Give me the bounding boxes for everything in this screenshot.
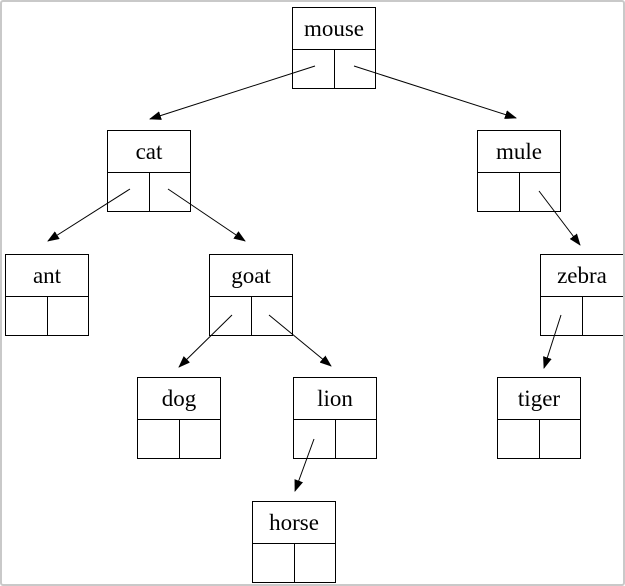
left-pointer-cell [108,173,150,211]
right-pointer-cell [252,297,293,335]
node-label-zebra: zebra [541,255,623,297]
tree-node-mule: mule [477,130,561,212]
tree-node-cat: cat [107,130,191,212]
tree-node-tiger: tiger [497,377,581,459]
tree-node-mouse: mouse [292,7,376,89]
left-pointer-cell [253,544,295,582]
right-pointer-cell [583,297,624,335]
edge-mouse-right-mule [353,65,517,119]
node-label-tiger: tiger [498,378,580,420]
tree-node-ant: ant [5,254,89,336]
right-pointer-cell [540,420,581,458]
left-pointer-cell [6,297,48,335]
edge-mouse-left-cat [149,65,316,120]
right-pointer-cell [150,173,191,211]
left-pointer-cell [138,420,180,458]
right-pointer-cell [335,50,376,88]
node-label-horse: horse [253,502,335,544]
right-pointer-cell [336,420,377,458]
right-pointer-cell [295,544,336,582]
node-label-cat: cat [108,131,190,173]
left-pointer-cell [541,297,583,335]
node-label-mouse: mouse [293,8,375,50]
tree-node-dog: dog [137,377,221,459]
right-pointer-cell [48,297,89,335]
right-pointer-cell [520,173,561,211]
left-pointer-cell [478,173,520,211]
node-label-goat: goat [210,255,292,297]
left-pointer-cell [498,420,540,458]
node-label-ant: ant [6,255,88,297]
node-label-dog: dog [138,378,220,420]
tree-node-horse: horse [252,501,336,583]
tree-node-zebra: zebra [540,254,624,336]
tree-node-goat: goat [209,254,293,336]
node-label-mule: mule [478,131,560,173]
tree-node-lion: lion [293,377,377,459]
left-pointer-cell [210,297,252,335]
right-pointer-cell [180,420,221,458]
node-label-lion: lion [294,378,376,420]
left-pointer-cell [294,420,336,458]
left-pointer-cell [293,50,335,88]
